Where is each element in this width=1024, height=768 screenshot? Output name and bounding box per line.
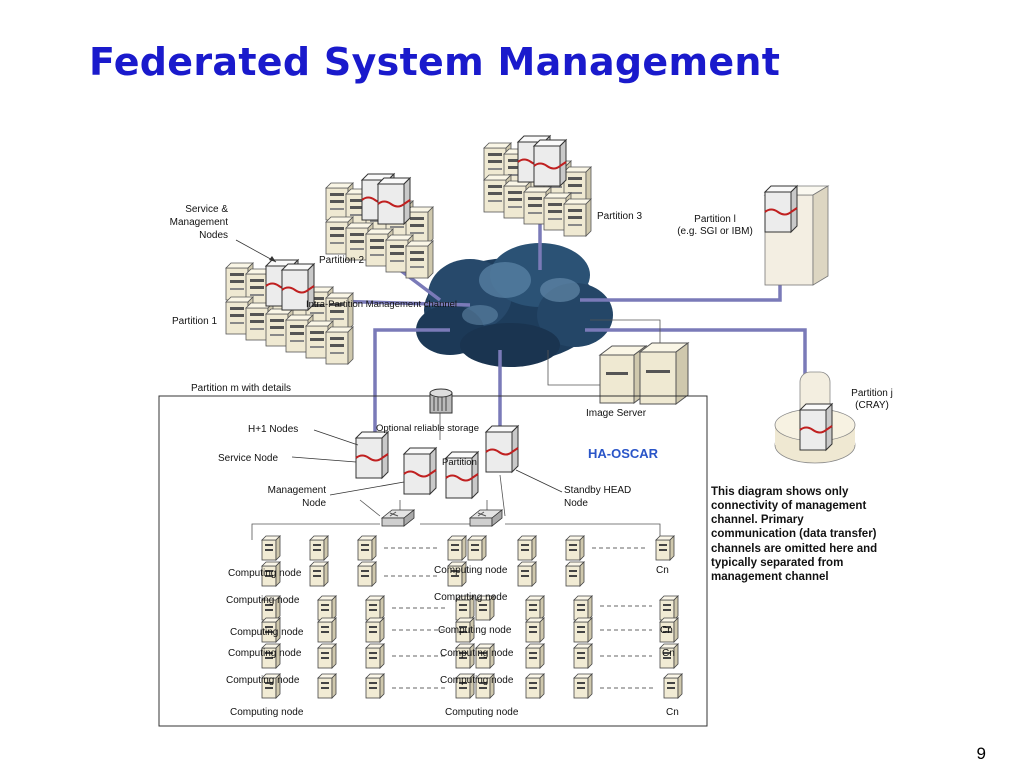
partition-inner-label: Partition: [442, 457, 477, 468]
computing-node-label: Computing node: [434, 565, 508, 576]
computing-node-label: Computing node: [226, 595, 300, 606]
management-node-label-2: Node: [302, 498, 326, 509]
management-node-label-1: Management: [268, 485, 327, 496]
h1-nodes-label: H+1 Nodes: [248, 424, 298, 435]
partition-m-label: Partition m with details: [191, 383, 291, 394]
service-mgmt-label-1: Service &: [185, 204, 228, 215]
standby-head-label-2: Node: [564, 498, 588, 509]
note-line-4: communication (data transfer): [711, 528, 877, 540]
computing-node-label: Computing node: [230, 707, 304, 718]
partition-3-label: Partition 3: [597, 211, 642, 222]
switch-left: [381, 509, 415, 527]
cn-label: Cn: [660, 625, 673, 636]
note-line-5: channels are omitted here and: [711, 543, 877, 555]
computing-node-label: Computing node: [445, 707, 519, 718]
partition-l-label-1: Partition l: [694, 214, 736, 225]
reliable-storage-icon: [429, 388, 453, 414]
cn-label: Cn: [656, 565, 669, 576]
partition-j-label-2: (CRAY): [855, 400, 889, 411]
computing-node-label: Computing node: [440, 648, 514, 659]
page-title: Federated System Management: [89, 40, 781, 84]
cn-label: Cn: [662, 648, 675, 659]
cn-label: Cn: [666, 707, 679, 718]
computing-node-label: Computing node: [230, 627, 304, 638]
slide-number: 9: [976, 744, 986, 763]
partition-j-cray: [774, 371, 856, 464]
image-server: [598, 342, 690, 405]
computing-node-label: Computing node: [438, 625, 512, 636]
computing-node-label: Computing node: [440, 675, 514, 686]
partition-l-label-2: (e.g. SGI or IBM): [677, 226, 753, 237]
partition-2-label: Partition 2: [319, 255, 364, 266]
service-mgmt-label-2: Management: [170, 217, 229, 228]
partition-1-cluster: [225, 259, 354, 365]
note-line-3: channel. Primary: [711, 514, 804, 526]
partition-1-label: Partition 1: [172, 316, 217, 327]
ha-oscar-label: HA-OSCAR: [588, 446, 659, 461]
service-mgmt-label-3: Nodes: [199, 230, 228, 241]
partition-3-cluster: [483, 135, 592, 237]
partition-l-cabinet: [763, 185, 830, 286]
note-line-1: This diagram shows only: [711, 486, 849, 498]
computing-node-label: Computing node: [228, 568, 302, 579]
note-line-6: typically separated from: [711, 557, 843, 569]
note-line-7: management channel: [711, 571, 829, 583]
note-line-2: connectivity of management: [711, 500, 866, 512]
computing-nodes-grid: [261, 535, 683, 699]
service-node-label: Service Node: [218, 453, 278, 464]
switch-right: [469, 509, 503, 527]
computing-node-labels: Computing node Computing node Cn Computi…: [226, 565, 679, 718]
network-cloud: [416, 243, 613, 367]
computing-node-label: Computing node: [228, 648, 302, 659]
computing-node-label: Computing node: [226, 675, 300, 686]
standby-head-label-1: Standby HEAD: [564, 485, 631, 496]
ha-head-nodes: [355, 425, 519, 499]
partition-j-label-1: Partition j: [851, 388, 893, 399]
computing-node-label: Computing node: [434, 592, 508, 603]
image-server-label: Image Server: [586, 408, 647, 419]
optional-storage-label: Optional reliable storage: [376, 423, 479, 434]
intra-channel-label: Intra-Partition Management channel: [306, 299, 457, 310]
